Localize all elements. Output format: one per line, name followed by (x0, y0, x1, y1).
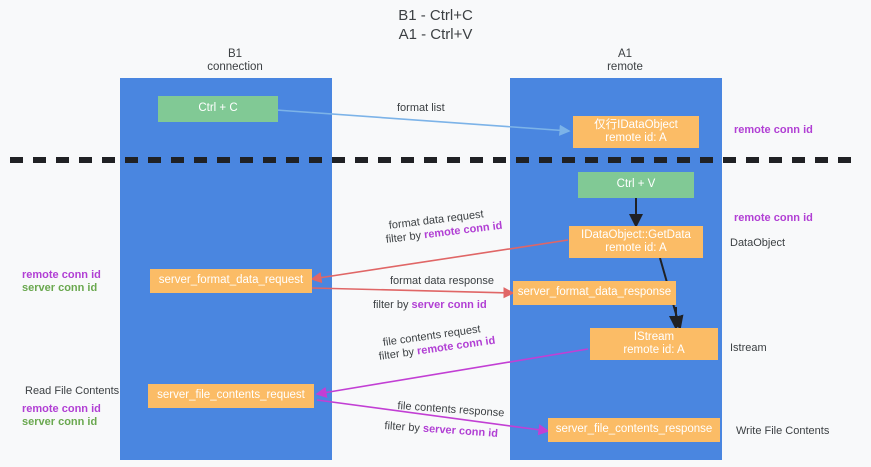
node-ctrl-v[interactable]: Ctrl + V (578, 172, 694, 198)
left-note-server-conn-id-2: server conn id (22, 416, 98, 428)
right-note-dataobject: DataObject (730, 237, 786, 249)
node-ctrl-c[interactable]: Ctrl + C (158, 96, 278, 122)
node-idataobject-getdata[interactable]: IDataObject::GetData remote id: A (569, 226, 703, 258)
right-note-remote-conn-id-top: remote conn id (734, 124, 813, 136)
right-note-write-file-contents: Write File Contents (736, 425, 830, 437)
right-note-istream: Istream (730, 342, 767, 354)
left-note-read-file-contents: Read File Contents (25, 385, 120, 397)
edge-label-format-data-response: format data response (390, 275, 494, 287)
lane-header-a1: A1 remote (607, 48, 643, 73)
diagram-title: B1 - Ctrl+C A1 - Ctrl+V (398, 7, 473, 43)
edge-label-filter-server-1: filter by server conn id (373, 298, 487, 312)
filter-key-server-conn-id: server conn id (411, 299, 487, 311)
right-note-remote-conn-id-mid: remote conn id (734, 212, 813, 224)
node-server-format-data-response[interactable]: server_format_data_response (513, 281, 676, 305)
filter-prefix: filter by (373, 299, 412, 311)
left-note-remote-conn-id-2: remote conn id (22, 403, 101, 415)
left-note-remote-conn-id: remote conn id (22, 269, 101, 281)
lane-header-b1: B1 connection (207, 48, 263, 73)
node-idataobject-remote[interactable]: 仅行IDataObject remote id: A (573, 116, 699, 148)
left-note-server-conn-id: server conn id (22, 282, 98, 294)
node-server-file-contents-request[interactable]: server_file_contents_request (148, 384, 314, 408)
node-server-format-data-request[interactable]: server_format_data_request (150, 269, 312, 293)
edge-label-format-list: format list (397, 102, 445, 114)
node-istream[interactable]: IStream remote id: A (590, 328, 718, 360)
node-server-file-contents-response[interactable]: server_file_contents_response (548, 418, 720, 442)
filter-prefix: filter by (384, 419, 424, 435)
phase-separator (10, 157, 861, 163)
